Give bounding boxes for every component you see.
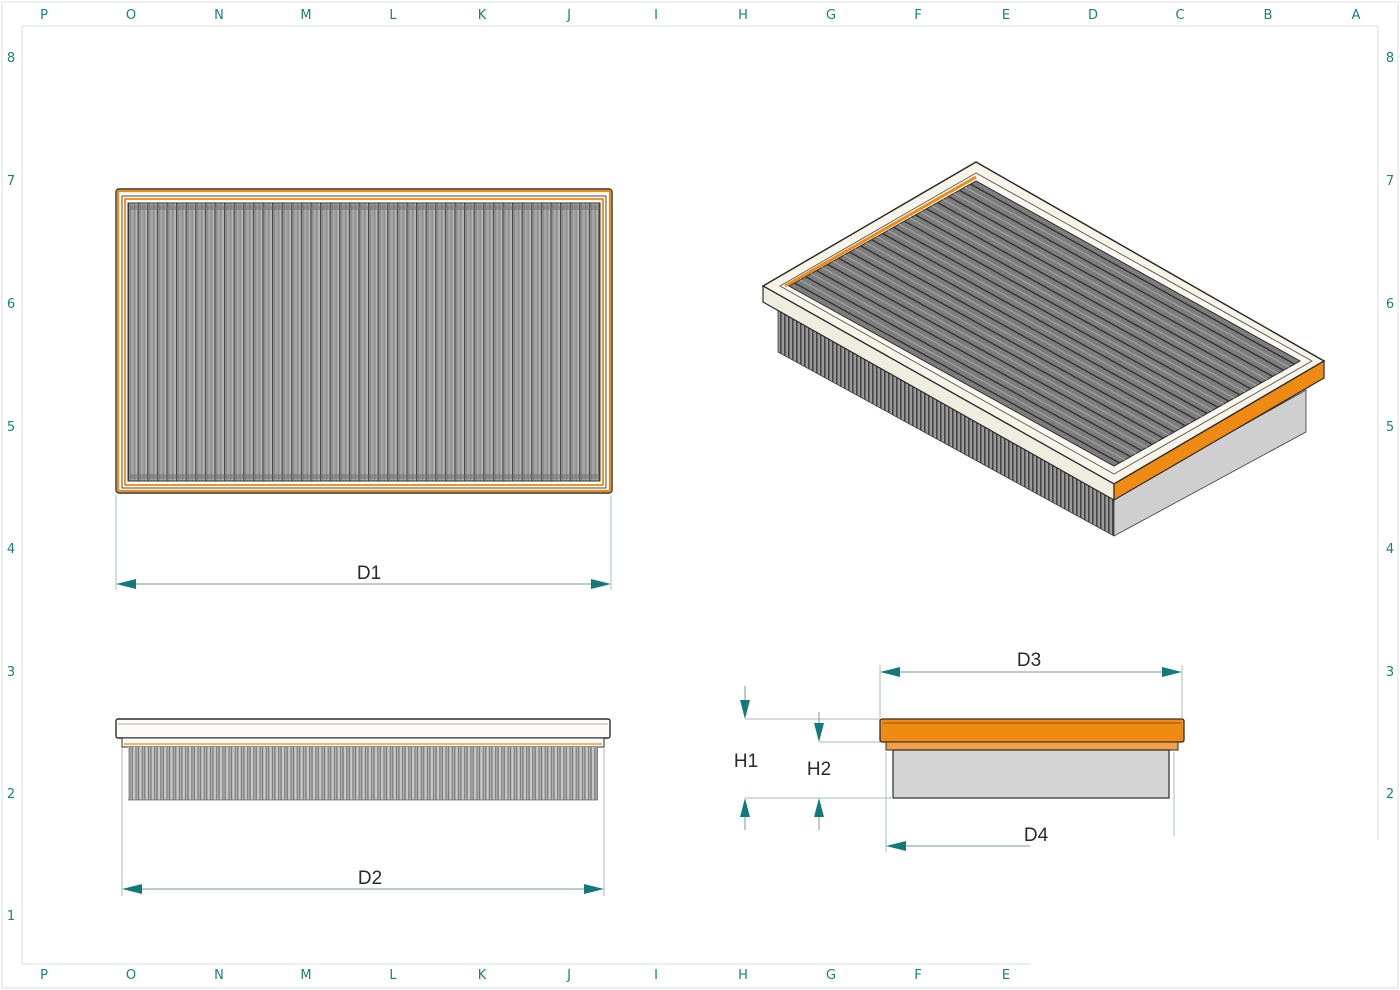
grid-row-label: 3 (1386, 665, 1394, 680)
grid-row-label: 2 (1386, 787, 1394, 802)
grid-column-label: C (1175, 8, 1184, 23)
iso-pleat-line (882, 232, 1208, 415)
grid-row-labels-left: 8 7 6 5 4 3 2 1 (7, 51, 15, 924)
grid-row-label: 5 (1386, 420, 1394, 435)
iso-pleat-line (827, 263, 1153, 445)
top-view (115, 188, 613, 494)
iso-pleat-line (865, 242, 1191, 424)
grid-column-label: J (566, 968, 571, 983)
dimension-label-d3: D3 (1017, 650, 1041, 671)
grid-row-label: 5 (7, 420, 15, 435)
dimension-label-h2: H2 (807, 759, 831, 780)
dimension-label-h1: H1 (734, 751, 758, 772)
grid-row-label: 2 (7, 787, 15, 802)
iso-pleat-line (920, 211, 1246, 393)
iso-pleat-line (964, 186, 1290, 368)
iso-pleat-line (898, 223, 1224, 405)
side-view (879, 718, 1185, 799)
grid-row-label: 7 (7, 174, 15, 189)
grid-row-label: 3 (7, 665, 15, 680)
grid-column-label: G (826, 8, 836, 23)
grid-column-label: O (126, 8, 136, 23)
grid-column-label: P (40, 8, 48, 23)
grid-row-labels-right: 8 7 6 5 4 3 2 (1386, 51, 1394, 802)
iso-pleat-line (926, 208, 1252, 390)
grid-row-label: 1 (7, 909, 15, 924)
grid-column-label: G (826, 968, 836, 983)
grid-row-label: 6 (7, 297, 15, 312)
grid-column-label: F (914, 8, 921, 23)
dimension-h2: H2 (807, 712, 880, 830)
grid-column-label: D (1088, 8, 1098, 23)
iso-pleat-line (849, 251, 1175, 433)
grid-column-label: K (478, 8, 487, 23)
grid-row-label: 4 (7, 542, 15, 557)
iso-pleat-line (876, 236, 1202, 418)
grid-column-label: M (300, 8, 311, 23)
grid-column-label: M (300, 968, 311, 983)
grid-column-label: H (738, 8, 748, 23)
grid-column-label: E (1002, 968, 1010, 983)
iso-pleat-line (810, 273, 1137, 455)
iso-pleat-line (953, 192, 1279, 374)
grid-row-label: 8 (1386, 51, 1394, 66)
grid-row-label: 4 (1386, 542, 1394, 557)
dimension-d2: D2 (121, 748, 605, 896)
grid-column-label: F (914, 968, 921, 983)
grid-column-label: I (654, 8, 658, 23)
iso-pleat-line (843, 254, 1169, 436)
dimension-d4: D4 (885, 752, 1175, 852)
iso-pleat-line (871, 239, 1197, 421)
grid-row-label: 8 (7, 51, 15, 66)
iso-pleat-line (860, 245, 1186, 427)
grid-column-label: I (654, 968, 658, 983)
dimension-d1: D1 (115, 495, 612, 590)
iso-pleat-line (893, 226, 1219, 408)
iso-pleat-line (915, 214, 1241, 396)
iso-pleat-line (937, 202, 1263, 384)
iso-pleat-line (805, 276, 1131, 458)
iso-pleat-line (794, 282, 1120, 464)
iso-pleat-line (931, 205, 1257, 387)
grid-column-label: L (389, 8, 397, 23)
iso-pleat-line (959, 189, 1284, 371)
grid-column-label: P (40, 968, 48, 983)
grid-column-label: H (738, 968, 748, 983)
dimension-label-d2: D2 (358, 868, 382, 889)
front-view (115, 718, 611, 801)
iso-pleat-line (904, 220, 1230, 402)
grid-column-label: E (1002, 8, 1010, 23)
grid-column-label: B (1264, 8, 1273, 23)
grid-column-label: L (389, 968, 397, 983)
dimension-d3: D3 (879, 650, 1183, 718)
iso-pleat-line (854, 248, 1180, 430)
iso-pleat-line (838, 257, 1164, 439)
iso-pleat-line (821, 267, 1148, 448)
iso-pleat-line (970, 183, 1295, 365)
dimension-label-d1: D1 (357, 563, 381, 584)
iso-pleat-line (942, 199, 1268, 380)
isometric-view (761, 161, 1326, 537)
grid-column-label: J (566, 8, 571, 23)
iso-pleat-line (816, 269, 1142, 452)
iso-pleat-line (832, 260, 1159, 442)
iso-pleat-line (909, 217, 1235, 399)
grid-column-label: A (1352, 8, 1361, 23)
iso-pleat-line (799, 279, 1126, 461)
grid-row-label: 7 (1386, 174, 1394, 189)
grid-column-label: O (126, 968, 136, 983)
grid-column-label: N (214, 968, 224, 983)
grid-column-label: N (214, 8, 224, 23)
iso-pleat-line (887, 229, 1213, 411)
grid-row-label: 6 (1386, 297, 1394, 312)
dimension-h1: H1 (734, 686, 893, 830)
grid-column-label: K (478, 968, 487, 983)
dimension-label-d4: D4 (1024, 825, 1049, 846)
iso-pleat-line (948, 195, 1273, 378)
